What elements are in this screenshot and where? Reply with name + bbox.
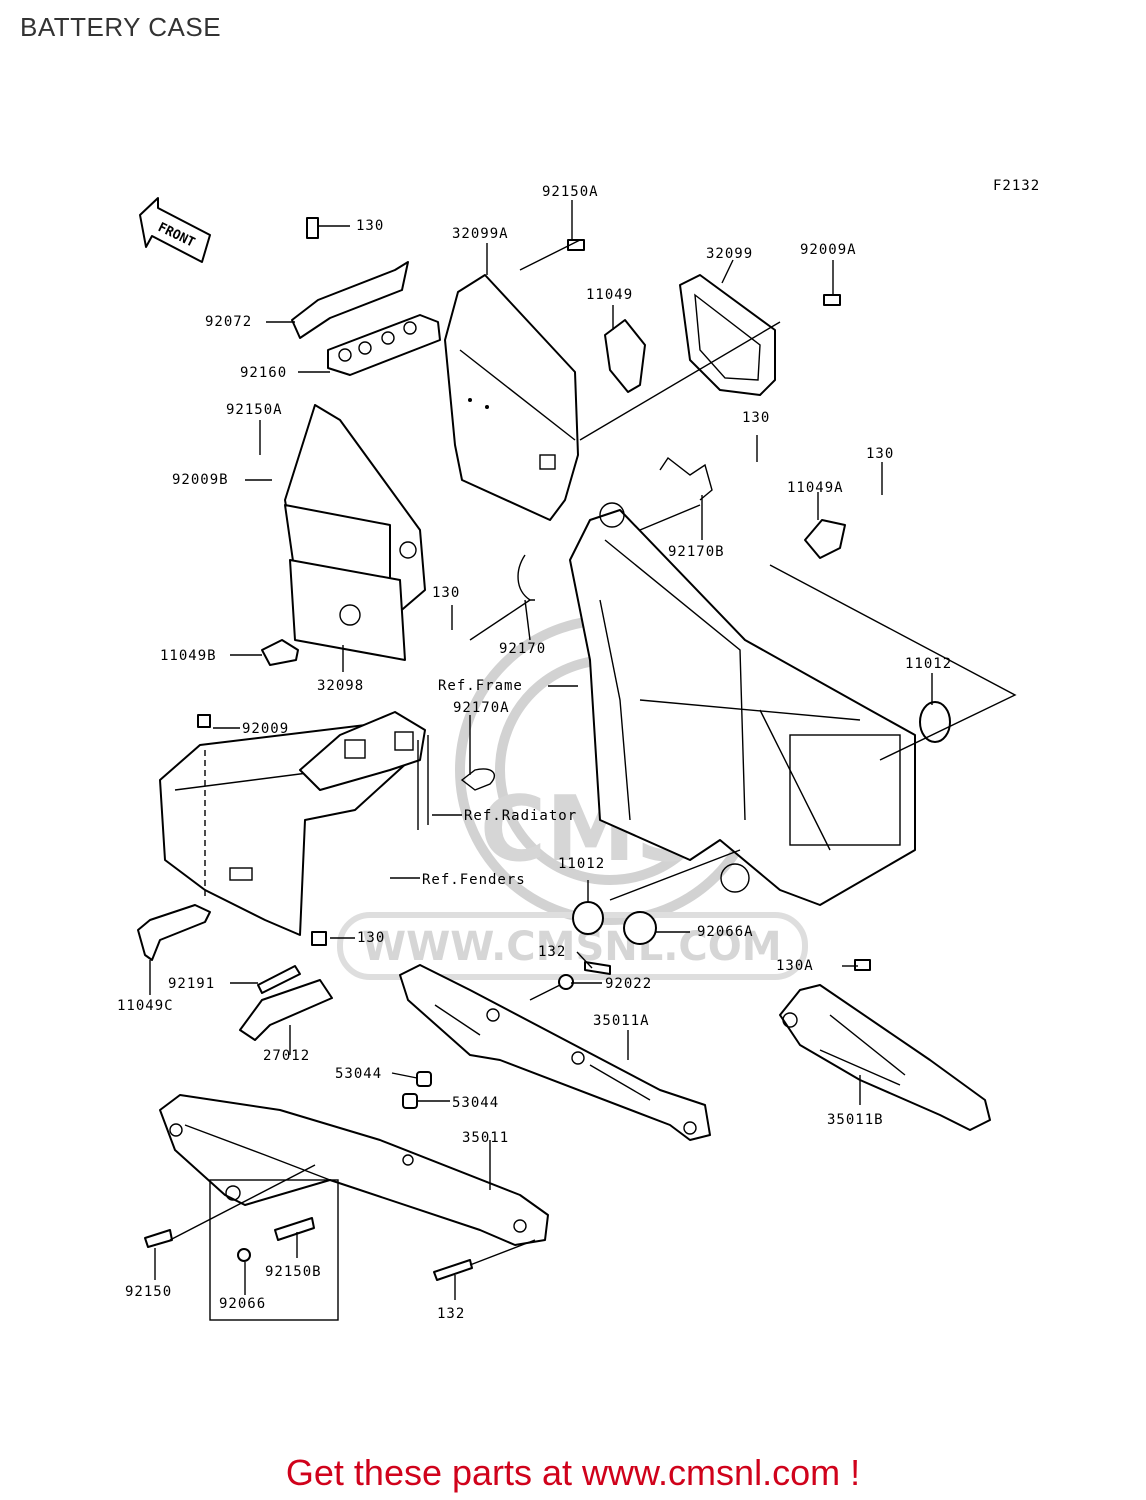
cap-92066A-shape xyxy=(623,911,657,945)
label-35011A: 35011A xyxy=(593,1013,650,1029)
label-92160: 92160 xyxy=(240,365,287,381)
bracket-92072-shape xyxy=(291,217,441,376)
label-92170B: 92170B xyxy=(668,544,725,560)
pin-92191-shape xyxy=(257,965,301,994)
label-ref-fenders: Ref.Fenders xyxy=(422,872,526,888)
clamp-92170B-shape xyxy=(659,456,713,501)
label-92170A: 92170A xyxy=(453,700,510,716)
stay-35011A-shape xyxy=(399,964,711,1141)
label-92150: 92150 xyxy=(125,1284,172,1300)
label-92066A: 92066A xyxy=(697,924,754,940)
stay-35011B-shape xyxy=(779,959,991,1131)
label-53044-a: 53044 xyxy=(335,1066,382,1082)
clamp-92170-shape xyxy=(517,554,535,601)
bolt-92150-shape xyxy=(144,1229,173,1248)
label-130-right: 130 xyxy=(866,446,894,462)
bolt-130-low-shape xyxy=(311,931,327,946)
label-92191: 92191 xyxy=(168,976,215,992)
side-cover-32099A-shape xyxy=(444,239,585,521)
label-35011: 35011 xyxy=(462,1130,509,1146)
label-32099A: 32099A xyxy=(452,226,509,242)
washer-92022-shape xyxy=(558,974,574,990)
frame-shape xyxy=(569,502,916,906)
label-92150A-left: 92150A xyxy=(226,402,283,418)
label-130-mid: 130 xyxy=(742,410,770,426)
radiator-ref-shape xyxy=(299,711,429,830)
cover-32099-shape xyxy=(679,274,841,396)
label-11049C: 11049C xyxy=(117,998,174,1014)
label-ref-frame: Ref.Frame xyxy=(438,678,523,694)
nut-53044b-shape xyxy=(402,1093,418,1109)
watermark-url-text: WWW.CMSNL.COM xyxy=(362,924,782,970)
label-92150B: 92150B xyxy=(265,1264,322,1280)
rubber-27012-shape xyxy=(239,979,333,1041)
label-32099: 32099 xyxy=(706,246,753,262)
page-title: BATTERY CASE xyxy=(20,12,222,42)
label-130-low: 130 xyxy=(357,930,385,946)
label-92022: 92022 xyxy=(605,976,652,992)
figure-code: F2132 xyxy=(993,178,1040,194)
inset-box xyxy=(209,1179,339,1321)
front-arrow-icon: FRONT xyxy=(139,197,211,263)
grommet-11012b-shape xyxy=(572,901,604,935)
label-130A: 130A xyxy=(776,958,814,974)
bracket-11049C-shape xyxy=(137,904,211,961)
nut-53044a-shape xyxy=(416,1071,432,1087)
label-130-92170: 130 xyxy=(432,585,460,601)
collar-92066-shape xyxy=(237,1248,251,1262)
bolt-132-top-shape xyxy=(584,961,611,975)
label-92009: 92009 xyxy=(242,721,289,737)
label-53044-b: 53044 xyxy=(452,1095,499,1111)
bracket-11049-shape xyxy=(604,319,646,393)
footer-promo-link[interactable]: Get these parts at www.cmsnl.com ! xyxy=(285,1452,861,1493)
bracket-11049B-shape xyxy=(261,639,299,666)
leader-lines xyxy=(149,200,933,1300)
label-92009A: 92009A xyxy=(800,242,857,258)
label-132-top: 132 xyxy=(538,944,566,960)
label-35011B: 35011B xyxy=(827,1112,884,1128)
label-92170: 92170 xyxy=(499,641,546,657)
battery-case-32098-shape xyxy=(284,404,426,661)
bracket-11049A-shape xyxy=(804,519,846,559)
label-11012-top: 11012 xyxy=(905,656,952,672)
bolt-92150B-shape xyxy=(274,1217,315,1241)
label-27012: 27012 xyxy=(263,1048,310,1064)
label-132-bottom: 132 xyxy=(437,1306,465,1322)
label-92009B: 92009B xyxy=(172,472,229,488)
label-ref-radiator: Ref.Radiator xyxy=(464,808,577,824)
reference-lines xyxy=(169,239,1017,1266)
label-92066: 92066 xyxy=(219,1296,266,1312)
bolt-132-bottom-shape xyxy=(433,1259,473,1281)
label-11049B: 11049B xyxy=(160,648,217,664)
label-11049: 11049 xyxy=(586,287,633,303)
clamp-92170A-shape xyxy=(460,768,495,791)
label-92072: 92072 xyxy=(205,314,252,330)
label-11012-mid: 11012 xyxy=(558,856,605,872)
grommet-11012-shape xyxy=(919,701,951,743)
label-130-top: 130 xyxy=(356,218,384,234)
label-11049A: 11049A xyxy=(787,480,844,496)
label-32098: 32098 xyxy=(317,678,364,694)
label-92150A-top: 92150A xyxy=(542,184,599,200)
